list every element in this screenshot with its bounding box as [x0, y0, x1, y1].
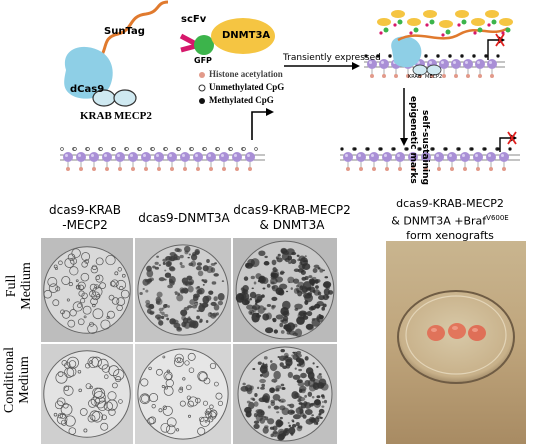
xenograft-photo	[386, 241, 526, 444]
nucleosome	[451, 59, 461, 69]
nucleosome	[487, 59, 497, 69]
tss-blocked-bottom	[499, 137, 512, 152]
histone-legend-dot	[199, 72, 205, 78]
transient-label: Transiently expressed	[283, 53, 381, 63]
tumor-3	[468, 325, 486, 341]
tss-arrow-left	[251, 111, 268, 140]
nucleosome	[154, 152, 164, 162]
nucleosome	[473, 152, 483, 162]
dnmt3a-mini	[377, 18, 391, 26]
mecp2-label: MECP2	[114, 110, 152, 122]
nucleosome	[167, 152, 177, 162]
nucleosome	[475, 59, 485, 69]
dnmt3a-oval	[211, 18, 275, 54]
dnmt3a-mini	[439, 20, 453, 28]
nucleosome	[89, 152, 99, 162]
gfp-circle	[194, 35, 214, 55]
dnmt3a-mini	[391, 10, 405, 18]
suntag-label: SunTag	[104, 26, 145, 37]
schematic-graphics	[60, 0, 520, 171]
legend-histone: Histone acetylation	[209, 69, 283, 79]
nucleosome	[141, 152, 151, 162]
complex-dcas9	[391, 36, 422, 68]
nucleosome	[369, 152, 379, 162]
nucleosome	[447, 152, 457, 162]
transient-arrowhead	[352, 62, 360, 70]
nucleosome	[395, 152, 405, 162]
col-header-krab-mecp2: dcas9-KRAB -MECP2	[49, 203, 121, 232]
xenograft-title: dcas9-KRAB-MECP2 & DNMT3A +BrafV600E for…	[380, 197, 520, 243]
krab-label: KRAB	[80, 110, 112, 122]
image-combo-full	[233, 238, 337, 342]
dnmt3a-mini	[407, 18, 421, 26]
nucleosome	[63, 152, 73, 162]
nucleosome	[206, 152, 216, 162]
col-header-combo: dcas9-KRAB-MECP2 & DNMT3A	[233, 203, 351, 232]
nucleosome	[115, 152, 125, 162]
dnmt3a-mini	[455, 10, 469, 18]
nucleosome	[382, 152, 392, 162]
small-mecp2-label: MECP2	[425, 74, 443, 80]
scfv-label: scFv	[181, 14, 207, 25]
image-dnmt3a-conditional	[135, 344, 231, 444]
tss-blocked-top	[487, 39, 500, 60]
dnmt3a-mini	[471, 18, 485, 26]
dnmt3a-mini	[423, 10, 437, 18]
nucleosome	[499, 152, 509, 162]
image-combo-conditional	[233, 344, 337, 444]
nucleosome	[102, 152, 112, 162]
methylated-legend-dot	[199, 98, 205, 104]
sustain-arrowhead	[400, 138, 408, 146]
suntag-chain	[94, 0, 169, 64]
gfp-label: GFP	[194, 56, 212, 65]
image-dnmt3a-full	[135, 238, 231, 342]
nucleosome	[486, 152, 496, 162]
self-sustaining-label: self-sustaining	[420, 110, 430, 185]
dnmt3a-mini	[499, 18, 513, 26]
xenograft-title-line2: & DNMT3A +Braf	[391, 214, 487, 228]
nucleosome	[463, 59, 473, 69]
small-krab-label: KRAB	[408, 74, 422, 80]
legend-unmethylated: Unmethylated CpG	[209, 82, 285, 92]
row-header-conditional-medium: Conditional Medium	[2, 346, 32, 414]
nucleosome	[128, 152, 138, 162]
nucleosome	[180, 152, 190, 162]
dcas9-label: dCas9	[70, 84, 105, 95]
tumor-2	[448, 323, 466, 339]
row-header-full-medium: Full Medium	[4, 262, 34, 310]
nucleosome	[245, 152, 255, 162]
nucleosome	[219, 152, 229, 162]
nucleosome	[434, 152, 444, 162]
dnmt3a-label: DNMT3A	[222, 30, 271, 41]
nucleosome	[232, 152, 242, 162]
dcas9-shape	[64, 46, 113, 99]
unmethylated-legend-dot	[198, 84, 206, 92]
image-krab-conditional	[41, 344, 133, 444]
scfv-shape	[179, 33, 198, 53]
nucleosome	[460, 152, 470, 162]
nucleosome	[343, 152, 353, 162]
complex-suntag	[397, 26, 509, 42]
xenograft-superscript: V600E	[486, 214, 509, 222]
legend-methylated: Methylated CpG	[209, 95, 274, 105]
xenograft-title-line1: dcas9-KRAB-MECP2	[396, 197, 504, 210]
mecp2-oval	[113, 89, 137, 107]
nucleosome	[356, 152, 366, 162]
dnmt3a-mini	[485, 10, 499, 18]
tumor-1	[427, 325, 445, 341]
epigenetic-marks-label: epigenetic marks	[408, 96, 418, 184]
xenograft-title-line3: form xenografts	[406, 228, 494, 242]
nucleosome	[76, 152, 86, 162]
image-krab-full	[41, 238, 133, 342]
nucleosome	[193, 152, 203, 162]
col-header-dnmt3a: dcas9-DNMT3A	[138, 211, 230, 225]
